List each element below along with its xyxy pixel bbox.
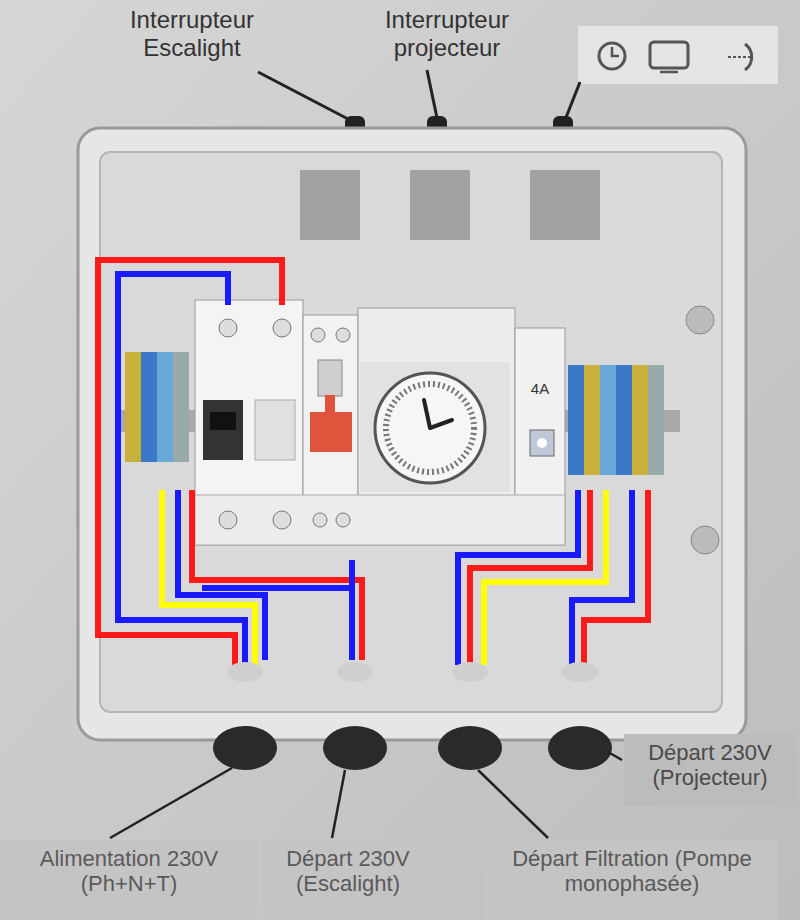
cable-gland-label: Départ 230V (Escalight) — [266, 846, 430, 897]
cable-gland-label: Alimentation 230V (Ph+N+T) — [4, 846, 254, 897]
switch-label: Interrupteur projecteur — [362, 6, 532, 61]
cable-gland-label: Départ 230V (Projecteur) — [628, 740, 792, 791]
cable-gland-label: Départ Filtration (Pompe monophasée) — [490, 846, 774, 897]
rating-label: 4A — [520, 380, 560, 397]
switch-label: Interrupteur Escalight — [112, 6, 272, 61]
